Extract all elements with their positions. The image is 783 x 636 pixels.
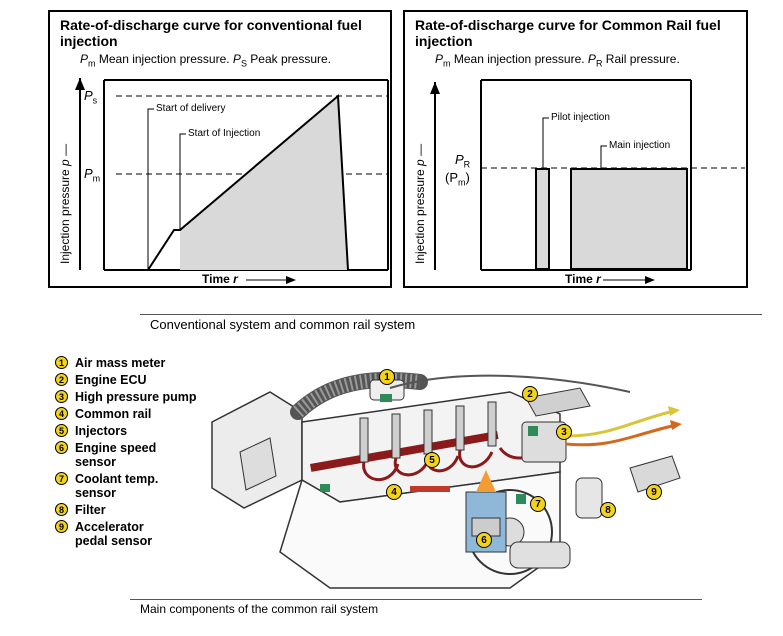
injector (455, 405, 465, 451)
number-badge: 4 (55, 407, 68, 420)
conventional-x-label: Time r (202, 272, 238, 286)
engine-badge-4: 4 (386, 484, 402, 500)
pm-level-label: Pm (84, 166, 101, 184)
pump-valve (528, 426, 538, 436)
pressure-control-valve (410, 486, 450, 492)
number-badge: 9 (55, 520, 68, 533)
engine-badge-7: 7 (530, 496, 546, 512)
engine-badge-8: 8 (600, 502, 616, 518)
engine-badge-3: 3 (556, 424, 572, 440)
accelerator-pedal (629, 455, 681, 493)
injector (487, 401, 497, 447)
engine-illustration (211, 371, 682, 589)
fuel-filter (575, 477, 603, 519)
number-badge: 2 (55, 373, 68, 386)
discharge-area (180, 96, 348, 270)
conventional-panel: Rate-of-discharge curve for conventional… (48, 10, 392, 288)
main-injection-label: Main injection (609, 140, 671, 151)
number-badge: 1 (55, 356, 68, 369)
injector (391, 413, 401, 459)
injection-flame (476, 470, 496, 492)
engine-badge-2: 2 (522, 386, 538, 402)
common-rail-subtitle: Pm Mean injection pressure. PR Rail pres… (435, 52, 680, 69)
supply-arrow (670, 420, 682, 430)
number-badge: 7 (55, 472, 68, 485)
caption-top-rule (140, 314, 762, 315)
number-badge: 3 (55, 390, 68, 403)
common-rail-title: Rate-of-discharge curve for Common Rail … (415, 17, 721, 49)
main-leader (600, 145, 607, 169)
engine-badge-5: 5 (424, 452, 440, 468)
y-axis-arrowhead (430, 82, 440, 94)
x-axis-arrowhead (645, 276, 655, 284)
main-injection-area (570, 168, 688, 270)
air-intake-duct (239, 437, 277, 491)
pm-paren-level-label: (Pm) (445, 170, 470, 188)
fuel-return-line (565, 410, 671, 438)
pilot-injection-label: Pilot injection (551, 112, 610, 123)
pr-level-label: PR (455, 152, 471, 170)
common-rail-tube (310, 431, 499, 472)
conventional-subtitle: Pm Mean injection pressure. PS Peak pres… (80, 52, 331, 69)
common-rail-x-label: Time r (565, 272, 601, 286)
fuel-lines (362, 442, 552, 482)
return-arrow (668, 406, 680, 416)
caption-bottom: Main components of the common rail syste… (140, 602, 379, 616)
wiring-harness (389, 374, 631, 393)
injector (359, 417, 369, 463)
engine-badge-6: 6 (476, 532, 492, 548)
coolant-temp-sensor (516, 494, 526, 504)
common-rail-y-label: Injection pressure p — (413, 143, 427, 264)
pilot-leader (542, 117, 549, 169)
fuel-supply-line (565, 424, 673, 447)
engine-badge-9: 9 (646, 484, 662, 500)
start-of-injection-label: Start of Injection (188, 128, 261, 139)
caption-bottom-rule (130, 599, 702, 600)
number-badge: 5 (55, 424, 68, 437)
number-badge: 8 (55, 503, 68, 516)
common-rail-plot (430, 79, 745, 284)
caption-top: Conventional system and common rail syst… (150, 317, 416, 332)
conventional-plot (75, 78, 389, 284)
air-mass-meter-sensor (380, 394, 392, 402)
conventional-y-label: Injection pressure p — (58, 143, 72, 264)
delivery-leader (147, 108, 154, 270)
injector (423, 409, 433, 455)
pilot-injection-area (535, 168, 550, 270)
start-of-delivery-label: Start of delivery (156, 103, 226, 114)
starter-motor (509, 541, 571, 569)
common-rail-panel: Rate-of-discharge curve for Common Rail … (403, 10, 748, 288)
injection-leader (179, 133, 186, 230)
rail-pressure-sensor (320, 484, 330, 492)
x-axis-arrowhead (286, 276, 296, 284)
engine-badge-1: 1 (379, 369, 395, 385)
ps-level-label: Ps (84, 88, 98, 106)
y-axis-arrowhead (75, 78, 85, 90)
engine-ecu (525, 387, 591, 417)
number-badge: 6 (55, 441, 68, 454)
conventional-title: Rate-of-discharge curve for conventional… (60, 17, 362, 49)
intake-hose (290, 371, 428, 420)
